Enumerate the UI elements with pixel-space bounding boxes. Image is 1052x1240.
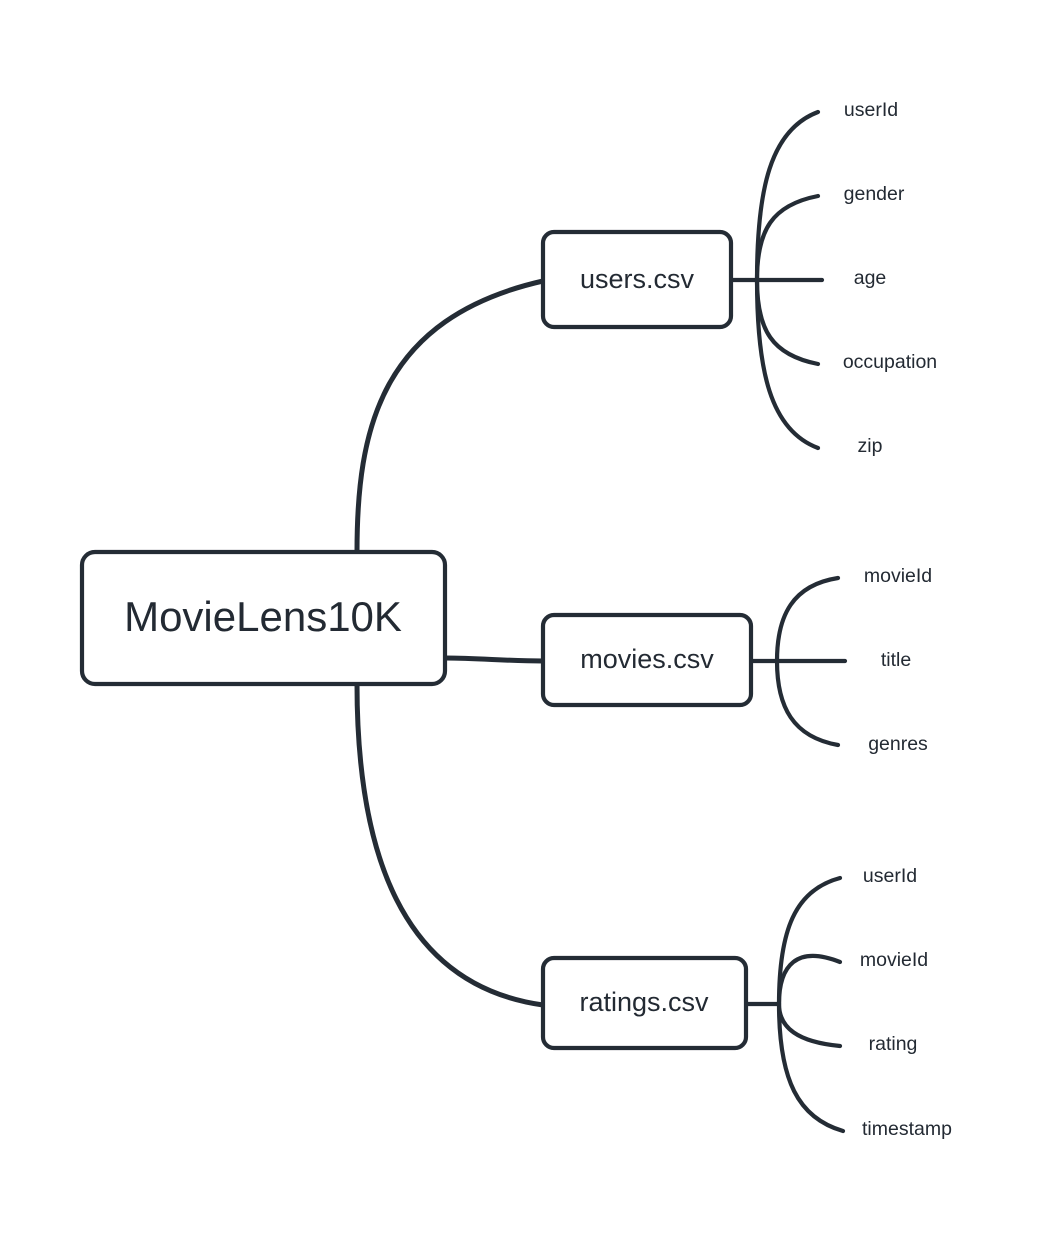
movies-node-box[interactable]	[540, 612, 754, 708]
node-branch-movies[interactable]: movies.csv	[540, 612, 754, 708]
leaf-label-users-occupation[interactable]: occupation	[843, 351, 937, 373]
movies-leaf-edges	[748, 575, 848, 748]
leaf-label-users-zip[interactable]: zip	[858, 435, 883, 457]
edge-users-to-gender	[754, 193, 821, 283]
leaf-label-movies-movieid[interactable]: movieId	[864, 565, 932, 587]
edge-movies-to-genres	[774, 658, 841, 748]
users-node-box[interactable]	[540, 229, 734, 330]
edge-users-to-userid	[754, 109, 821, 283]
node-root[interactable]: MovieLens10K	[79, 549, 448, 687]
edge-ratings-to-rating	[776, 1001, 843, 1049]
root-node-box[interactable]	[79, 549, 448, 687]
leaf-label-ratings-timestamp[interactable]: timestamp	[862, 1118, 952, 1140]
edge-root-to-ratings	[354, 681, 546, 1008]
edge-ratings-to-movieid	[776, 953, 843, 1007]
edge-users-to-occupation	[754, 277, 821, 367]
leaf-label-ratings-movieid[interactable]: movieId	[860, 949, 928, 971]
users-leaf-labels: userId gender age occupation zip	[843, 99, 937, 457]
leaf-label-users-gender[interactable]: gender	[844, 183, 905, 205]
movies-node-label: movies.csv	[580, 644, 714, 674]
edge-movies-to-movieid	[774, 575, 841, 664]
root-branch-edges	[354, 278, 546, 1008]
leaf-label-movies-genres[interactable]: genres	[868, 733, 928, 755]
edge-users-to-zip	[754, 277, 821, 451]
ratings-leaf-labels: userId movieId rating timestamp	[860, 865, 952, 1140]
leaf-label-movies-title[interactable]: title	[881, 649, 911, 671]
users-node-label: users.csv	[580, 264, 695, 294]
edge-root-to-users	[354, 278, 546, 555]
leaf-label-users-age[interactable]: age	[854, 267, 887, 289]
ratings-node-box[interactable]	[540, 955, 749, 1051]
users-leaf-edges	[728, 109, 825, 451]
root-node-label: MovieLens10K	[124, 593, 402, 640]
leaf-label-ratings-rating[interactable]: rating	[869, 1033, 918, 1055]
movies-leaf-labels: movieId title genres	[864, 565, 932, 755]
ratings-leaf-edges	[743, 875, 846, 1134]
leaf-label-users-userid[interactable]: userId	[844, 99, 898, 121]
edge-ratings-to-userid	[776, 875, 843, 1007]
ratings-node-label: ratings.csv	[579, 987, 709, 1017]
node-branch-users[interactable]: users.csv	[540, 229, 734, 330]
leaf-label-ratings-userid[interactable]: userId	[863, 865, 917, 887]
edge-root-to-movies	[442, 655, 546, 664]
edge-ratings-to-timestamp	[776, 1001, 846, 1134]
node-branch-ratings[interactable]: ratings.csv	[540, 955, 749, 1051]
